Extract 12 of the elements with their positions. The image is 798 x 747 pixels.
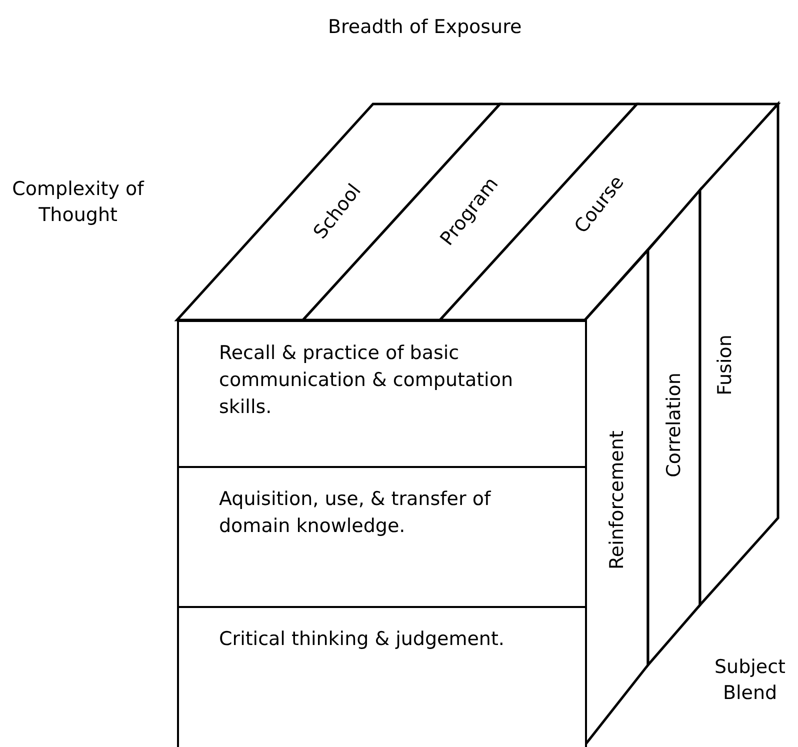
axis-title: Breadth of Exposure [328,15,523,40]
slice-label: Fusion [714,334,736,396]
level-description: Aquisition, use, & transfer of domain knowledge. [219,487,492,539]
cube-front-panel [177,606,587,747]
level-description: Critical thinking & judgement. [219,627,506,652]
axis-title: Subject Blend [713,655,787,706]
axis-title: Complexity of Thought [11,177,146,228]
slice-label: Correlation [663,372,686,478]
slice-label: Reinforcement [606,430,628,570]
level-description: Recall & practice of basic communication & computation skills. [219,341,514,420]
cube-front-panel [177,466,587,608]
cube-front-panel [177,320,587,468]
